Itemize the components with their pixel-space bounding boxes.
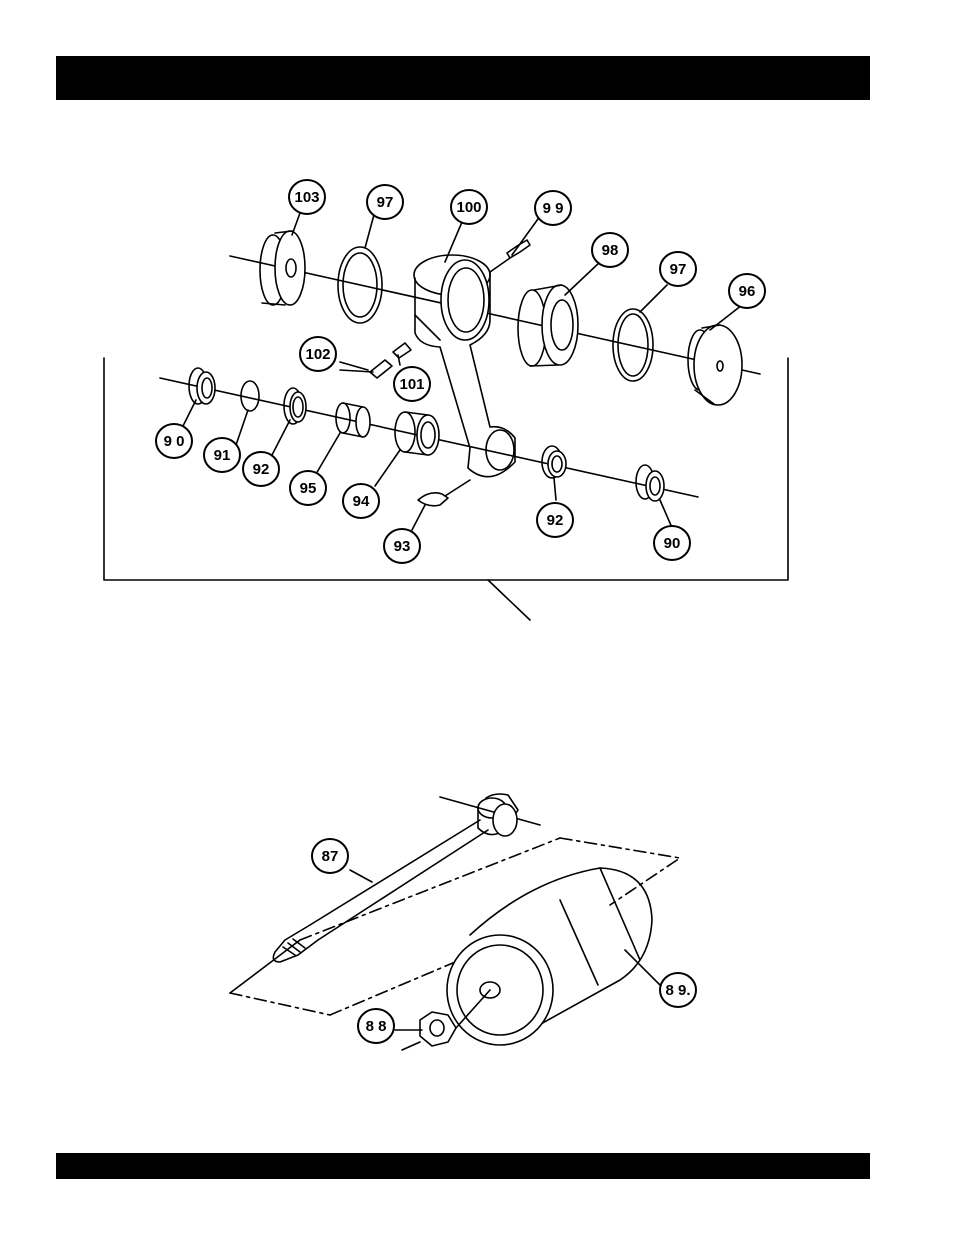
callout-c92b: 92 [537, 503, 573, 537]
callout-label: 98 [602, 242, 619, 259]
callout-label: 8 8 [366, 1018, 387, 1035]
callout-label: 92 [253, 461, 270, 478]
callout-c90a: 9 0 [156, 424, 192, 458]
callout-label: 8 9. [665, 982, 690, 999]
callout-label: 102 [305, 346, 330, 363]
callout-label: 96 [739, 283, 756, 300]
callout-c96: 96 [729, 274, 765, 308]
callout-c97a: 97 [367, 185, 403, 219]
callout-c92a: 92 [243, 452, 279, 486]
plane-edge [230, 940, 300, 993]
bearing-98 [518, 285, 578, 366]
callout-label: 92 [547, 512, 564, 529]
callout-c91: 91 [204, 438, 240, 472]
callout-c99: 9 9 [535, 191, 571, 225]
callout-c100: 100 [451, 190, 487, 224]
callout-label: 100 [456, 199, 481, 216]
callout-c94: 94 [343, 484, 379, 518]
bearing-94 [395, 412, 439, 455]
callout-label: 91 [214, 447, 231, 464]
callout-c88: 8 8 [358, 1009, 394, 1043]
callout-label: 94 [353, 493, 370, 510]
callout-c101: 101 [394, 367, 430, 401]
set-screw-101 [393, 343, 411, 358]
callout-label: 9 0 [164, 433, 185, 450]
roller-drum-89 [447, 868, 652, 1045]
callout-label: 90 [664, 535, 681, 552]
callout-c102: 102 [300, 337, 336, 371]
callout-label: 93 [394, 538, 411, 555]
callout-label: 95 [300, 480, 317, 497]
callout-label: 97 [670, 261, 687, 278]
callout-c89: 8 9. [660, 973, 696, 1007]
grease-fitting-93 [418, 480, 470, 506]
callout-c93: 93 [384, 529, 420, 563]
assembly-leader [488, 580, 530, 620]
callout-c103: 103 [289, 180, 325, 214]
callout-label: 103 [294, 189, 319, 206]
callout-label: 97 [377, 194, 394, 211]
end-cap-96 [688, 325, 742, 405]
end-cap-103 [260, 231, 305, 305]
bushing-90-right [636, 465, 664, 501]
callout-label: 101 [399, 376, 424, 393]
callout-c90b: 90 [654, 526, 690, 560]
callout-c97b: 97 [660, 252, 696, 286]
callout-c98: 98 [592, 233, 628, 267]
grease-fitting-99 [490, 240, 530, 272]
callout-c87: 87 [312, 839, 348, 873]
callout-c95: 95 [290, 471, 326, 505]
callout-label: 87 [322, 848, 339, 865]
spacer-92-right [542, 446, 566, 478]
callout-label: 9 9 [543, 200, 564, 217]
